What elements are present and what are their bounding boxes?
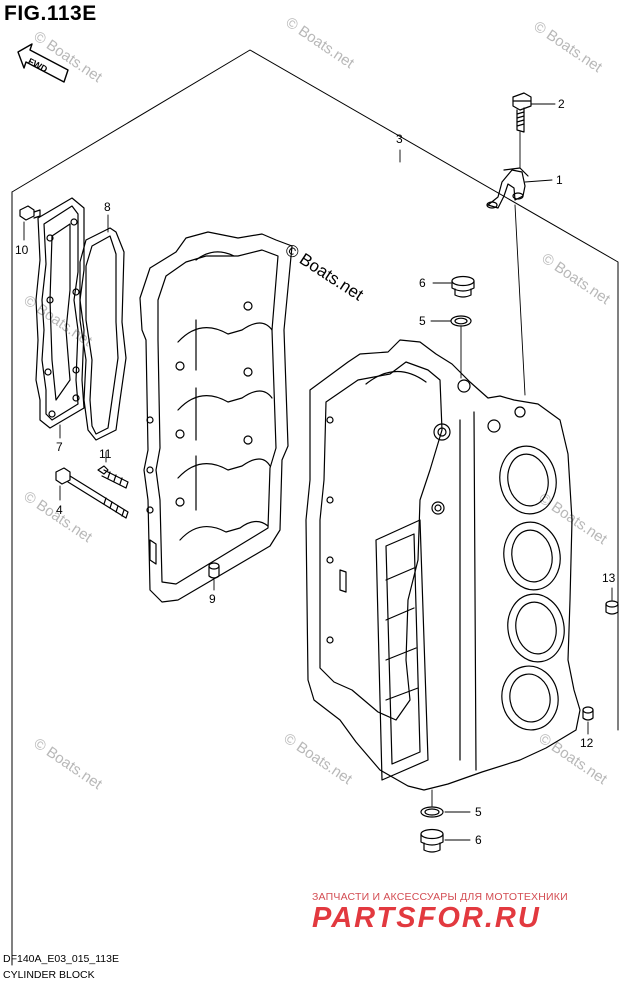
part-label-8[interactable]: 8: [104, 200, 111, 214]
stud-part-11: [97, 465, 129, 489]
fwd-arrow-icon: [17, 43, 69, 83]
part-label-2[interactable]: 2: [558, 97, 565, 111]
plug-part-6-top: [451, 275, 475, 298]
figure-code: DF140A_E03_015_113E: [3, 953, 119, 965]
washer-part-5-bottom: [420, 806, 444, 818]
shop-tagline: ЗАПЧАСТИ И АКСЕССУАРЫ ДЛЯ МОТОТЕХНИКИ: [312, 891, 568, 903]
dowel-part-9: [208, 562, 220, 579]
part-label-11[interactable]: 11: [99, 447, 112, 461]
part-label-1[interactable]: 1: [556, 173, 563, 187]
part-label-7[interactable]: 7: [56, 440, 63, 454]
part-label-5-top[interactable]: 5: [419, 314, 426, 328]
shop-brand-logo[interactable]: PARTSFOR.RU: [312, 902, 541, 934]
part-label-9[interactable]: 9: [209, 592, 216, 606]
plug-part-6-bottom: [420, 828, 444, 853]
part-label-4[interactable]: 4: [56, 503, 63, 517]
part-label-6-top[interactable]: 6: [419, 276, 426, 290]
assembly-frame: [11, 49, 619, 731]
bracket-part-1: [486, 167, 529, 209]
bolt-part-4: [55, 467, 129, 519]
figure-caption: CYLINDER BLOCK: [3, 969, 95, 981]
part-label-13[interactable]: 13: [602, 571, 616, 585]
cylinder-block: [305, 339, 581, 791]
bolt-part-2: [512, 92, 532, 133]
pin-part-13: [605, 600, 619, 615]
part-label-5-bottom[interactable]: 5: [475, 805, 482, 819]
washer-part-5-top: [450, 315, 472, 327]
plug-part-12: [582, 706, 594, 721]
part-label-10[interactable]: 10: [15, 243, 29, 257]
part-label-3[interactable]: 3: [396, 132, 403, 146]
crankcase-half: [139, 231, 293, 603]
cover-part-7: [35, 197, 85, 429]
part-label-12[interactable]: 12: [580, 736, 594, 750]
bolt-part-10: [19, 205, 41, 221]
gasket-part-8: [79, 227, 127, 441]
figure-title: FIG.113E: [4, 2, 97, 25]
part-label-6-bottom[interactable]: 6: [475, 833, 482, 847]
